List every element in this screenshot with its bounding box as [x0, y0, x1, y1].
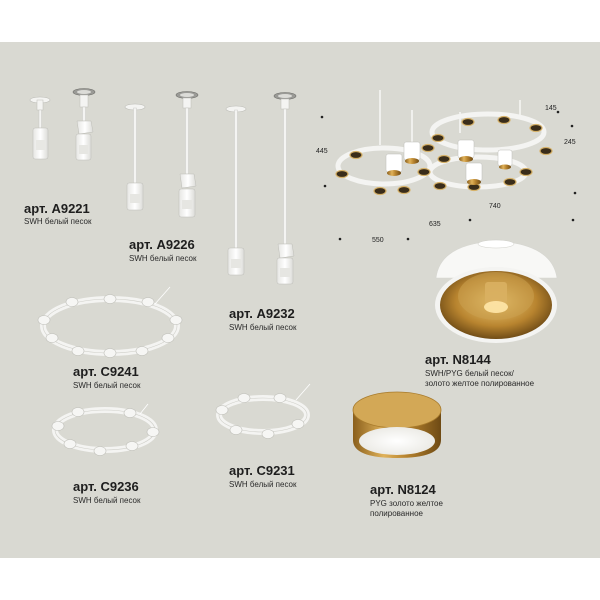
- n8144-description-line1: SWH/PYG белый песок/: [425, 369, 514, 378]
- n8144-description-line2: золото желтое полированное: [425, 379, 535, 388]
- c9231-description: SWH белый песок: [229, 480, 297, 489]
- dimension-145: 145: [545, 105, 557, 112]
- c9231-ring-illustration: [215, 383, 311, 439]
- n8124-article: арт. N8124: [370, 482, 436, 497]
- assembled-chandelier-illustration: [320, 90, 577, 241]
- a9232-variant-illustration: [273, 92, 297, 285]
- a9232-article: арт. A9232: [229, 306, 295, 321]
- dimension-635: 635: [429, 221, 441, 228]
- a9221-variant-illustration: [72, 88, 96, 161]
- dimension-550: 550: [372, 237, 384, 244]
- c9241-ring-illustration: [37, 286, 183, 358]
- dimension-245: 245: [564, 139, 576, 146]
- a9226-variant-illustration: [175, 91, 199, 218]
- c9236-ring-illustration: [51, 403, 160, 456]
- c9241-description: SWH белый песок: [73, 381, 141, 390]
- n8124-shade-illustration: [352, 391, 442, 458]
- n8144-article: арт. N8144: [425, 352, 491, 367]
- n8124-description-line2: полированное: [370, 509, 423, 518]
- a9226-article: арт. A9226: [129, 237, 195, 252]
- a9221-fixture-illustration: [29, 96, 51, 160]
- c9241-article: арт. C9241: [73, 364, 139, 379]
- a9221-article: арт. A9221: [24, 201, 90, 216]
- a9232-description: SWH белый песок: [229, 323, 297, 332]
- a9226-fixture-illustration: [124, 103, 146, 211]
- c9236-description: SWH белый песок: [73, 496, 141, 505]
- n8124-description-line1: PYG золото желтое: [370, 499, 443, 508]
- dimension-740: 740: [489, 203, 501, 210]
- a9226-description: SWH белый песок: [129, 254, 197, 263]
- c9231-article: арт. C9231: [229, 463, 295, 478]
- c9236-article: арт. C9236: [73, 479, 139, 494]
- a9221-description: SWH белый песок: [24, 217, 92, 226]
- n8144-shade-illustration: [435, 239, 558, 343]
- a9232-fixture-illustration: [225, 105, 247, 276]
- dimension-445: 445: [316, 148, 328, 155]
